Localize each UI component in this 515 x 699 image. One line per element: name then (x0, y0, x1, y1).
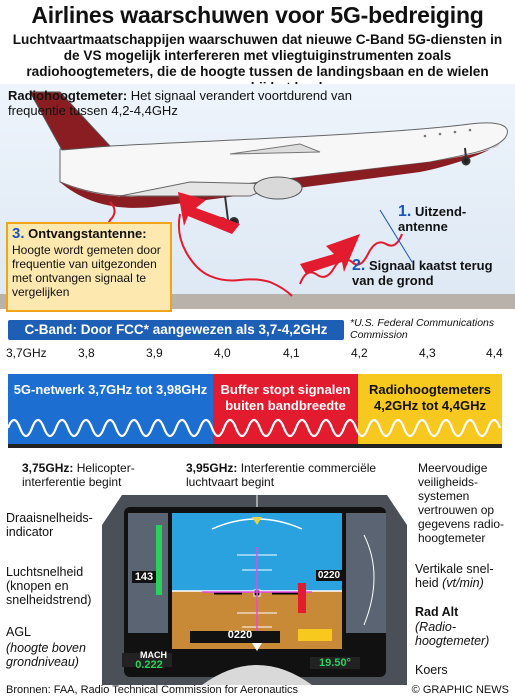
note-3-75: 3,75GHz: Helicopter-interferentie begint (22, 461, 135, 489)
receive-antenna-callout: 3. Ontvangstantenne: Hoogte wordt gemete… (6, 222, 172, 312)
tick-3-9: 3,9 (146, 346, 163, 360)
page-title: Airlines waarschuwen voor 5G-bedreiging (31, 2, 484, 28)
step2-label: Signaal kaatst terug van de grond (352, 258, 493, 288)
agl-readout: 0220 (227, 629, 253, 641)
primary-flight-display (102, 495, 407, 685)
airspeed-readout: 143 (132, 571, 156, 583)
step2-number: 2. (352, 257, 366, 274)
mach-label: MACH (140, 650, 167, 660)
cband-banner: C-Band: Door FCC* aangewezen als 3,7-4,2… (8, 320, 344, 340)
note-3-95: 3,95GHz: Interferentie commerciële lucht… (186, 461, 377, 489)
temp-readout: 19.50° (310, 657, 360, 669)
heading-label: Koers (415, 663, 448, 677)
airspeed-label: Luchtsnelheid (knopen en snelheidstrend) (6, 565, 92, 607)
tick-4-4: 4,4 (486, 346, 503, 360)
tick-4-2: 4,2 (351, 346, 368, 360)
radio-altimeter-label: Radiohoogtemeter: Het signaal verandert … (8, 88, 368, 118)
step1-label: Uitzend-antenne (398, 204, 467, 234)
radio-label-bold: Radiohoogtemeter: (8, 88, 128, 103)
step1-number: 1. (398, 203, 412, 220)
tick-3-8: 3,8 (78, 346, 95, 360)
agl-label: AGL (6, 625, 32, 639)
rad-alt-sublabel: (Radio-hoogtemeter) (415, 620, 490, 648)
note-safety-systems: Meervoudige veiligheids-systemen vertrou… (418, 461, 505, 545)
fcc-footnote: *U.S. Federal Communications Commission (350, 317, 495, 341)
tick-4-3: 4,3 (419, 346, 436, 360)
sources-line: Bronnen: FAA, Radio Technical Commission… (6, 684, 299, 696)
frequency-axis-line (8, 444, 502, 448)
rad-alt-label: Rad Alt (415, 605, 459, 619)
frequency-wave (8, 418, 502, 438)
tick-3-7: 3,7GHz (6, 346, 47, 360)
band-5g: 5G-netwerk 3,7GHz tot 3,98GHz (8, 374, 213, 444)
turn-rate-label: Draaisnelheids-indicator (6, 511, 93, 539)
frequency-bar: 5G-netwerk 3,7GHz tot 3,98GHz Buffer sto… (8, 364, 502, 464)
signal-bounce-label: 2. Signaal kaatst terug van de grond (352, 257, 512, 289)
tick-4-0: 4,0 (214, 346, 231, 360)
step3-label: Ontvangstantenne: (28, 226, 147, 241)
altitude-readout: 0220 (316, 570, 342, 581)
radio-label-text: Het signaal verandert voortdurend van fr… (8, 88, 352, 118)
transmit-antenna-label: 1. Uitzend-antenne (398, 203, 508, 235)
step3-text: Hoogte wordt gemeten door frequentie van… (12, 243, 161, 299)
step3-number: 3. (12, 225, 25, 242)
mach-readout: 0.222 (135, 659, 163, 671)
vertical-speed-label: Vertikale snel-heid (vt/min) (415, 562, 494, 590)
agl-sublabel: (hoogte boven grondniveau) (6, 641, 86, 669)
airplane-illustration (29, 91, 508, 297)
tick-4-1: 4,1 (283, 346, 300, 360)
credit-line: © GRAPHIC NEWS (411, 684, 509, 696)
